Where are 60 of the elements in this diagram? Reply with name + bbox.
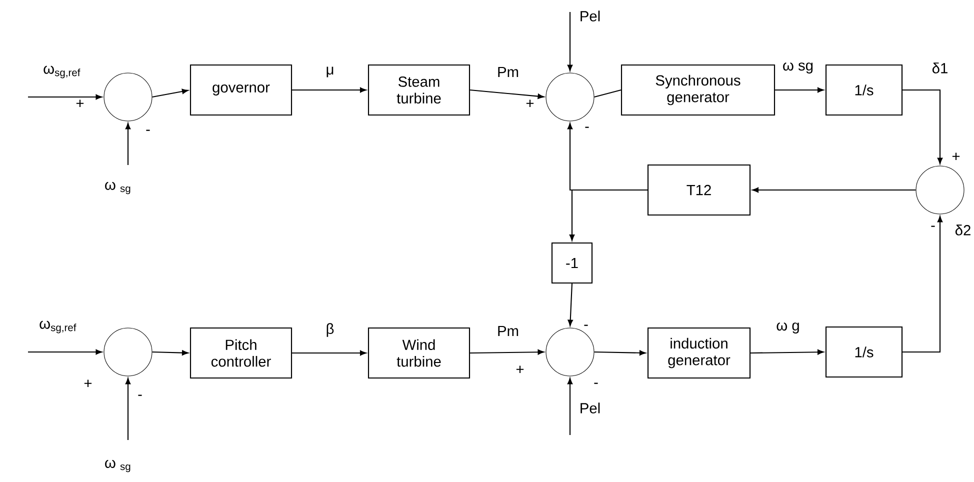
sign-label: - bbox=[138, 394, 142, 396]
sign-label: - bbox=[585, 126, 589, 128]
arrow bbox=[752, 187, 916, 193]
summing-junction bbox=[546, 72, 594, 122]
signal-label: Pm bbox=[498, 66, 518, 78]
arrow bbox=[292, 350, 366, 356]
sign-label: - bbox=[931, 226, 935, 227]
arrow bbox=[569, 189, 648, 241]
summing-junction bbox=[916, 166, 964, 214]
block-box: induction generator bbox=[647, 327, 751, 379]
arrow bbox=[567, 378, 573, 435]
sign-label: + bbox=[84, 380, 92, 387]
arrow bbox=[567, 12, 573, 72]
signal-label: μ bbox=[326, 66, 334, 78]
arrow bbox=[28, 349, 102, 355]
sign-label: + bbox=[76, 100, 84, 107]
signal-label: ω $_{sg}$ bbox=[105, 460, 130, 472]
arrow bbox=[470, 350, 544, 355]
block-box: Synchronous generator bbox=[620, 64, 776, 116]
signal-label: δ1 bbox=[932, 62, 948, 74]
summing-junction bbox=[546, 328, 594, 376]
signal-label: Pel bbox=[580, 10, 600, 22]
sign-label: - bbox=[584, 324, 588, 326]
signal-label: β bbox=[326, 323, 334, 337]
sign-label: + bbox=[516, 366, 524, 373]
block-box: T12 bbox=[647, 164, 751, 216]
arrow bbox=[125, 122, 131, 165]
signal-label: ω$_{sg,ref}$ bbox=[44, 66, 80, 78]
sign-label: + bbox=[952, 152, 960, 160]
signal-label: ω $_{sg}$ bbox=[105, 182, 130, 194]
arrow bbox=[152, 350, 188, 356]
block-box: Wind turbine bbox=[368, 327, 470, 379]
arrow bbox=[902, 89, 943, 164]
signal-label: Pm bbox=[498, 326, 518, 336]
block-box: 1/s bbox=[825, 326, 903, 378]
sign-label: - bbox=[146, 130, 150, 131]
arrow bbox=[292, 87, 366, 93]
arrow bbox=[470, 89, 544, 99]
signal-label: ω g bbox=[776, 322, 799, 334]
block-box: -1 bbox=[551, 242, 593, 284]
signal-label: δ2 bbox=[955, 224, 970, 236]
arrow bbox=[594, 350, 646, 356]
block-box: 1/s bbox=[825, 64, 903, 116]
block-box: governor bbox=[190, 64, 292, 116]
summing-junction bbox=[104, 72, 152, 122]
signal-label: ω$_{sg,ref}$ bbox=[40, 320, 76, 334]
arrow bbox=[775, 87, 824, 93]
summing-junction bbox=[104, 328, 152, 376]
signal-label: Pel bbox=[580, 402, 600, 414]
arrow bbox=[568, 284, 573, 326]
block-box: Steam turbine bbox=[368, 64, 470, 116]
signal-label: ω sg bbox=[783, 62, 813, 74]
block-box: Pitch controller bbox=[190, 327, 292, 379]
sign-label: - bbox=[594, 382, 598, 384]
arrow bbox=[28, 94, 102, 100]
arrow bbox=[125, 378, 131, 440]
arrow bbox=[750, 350, 824, 355]
sign-label: + bbox=[526, 100, 534, 107]
arrow bbox=[152, 88, 188, 98]
arrow bbox=[902, 216, 943, 353]
